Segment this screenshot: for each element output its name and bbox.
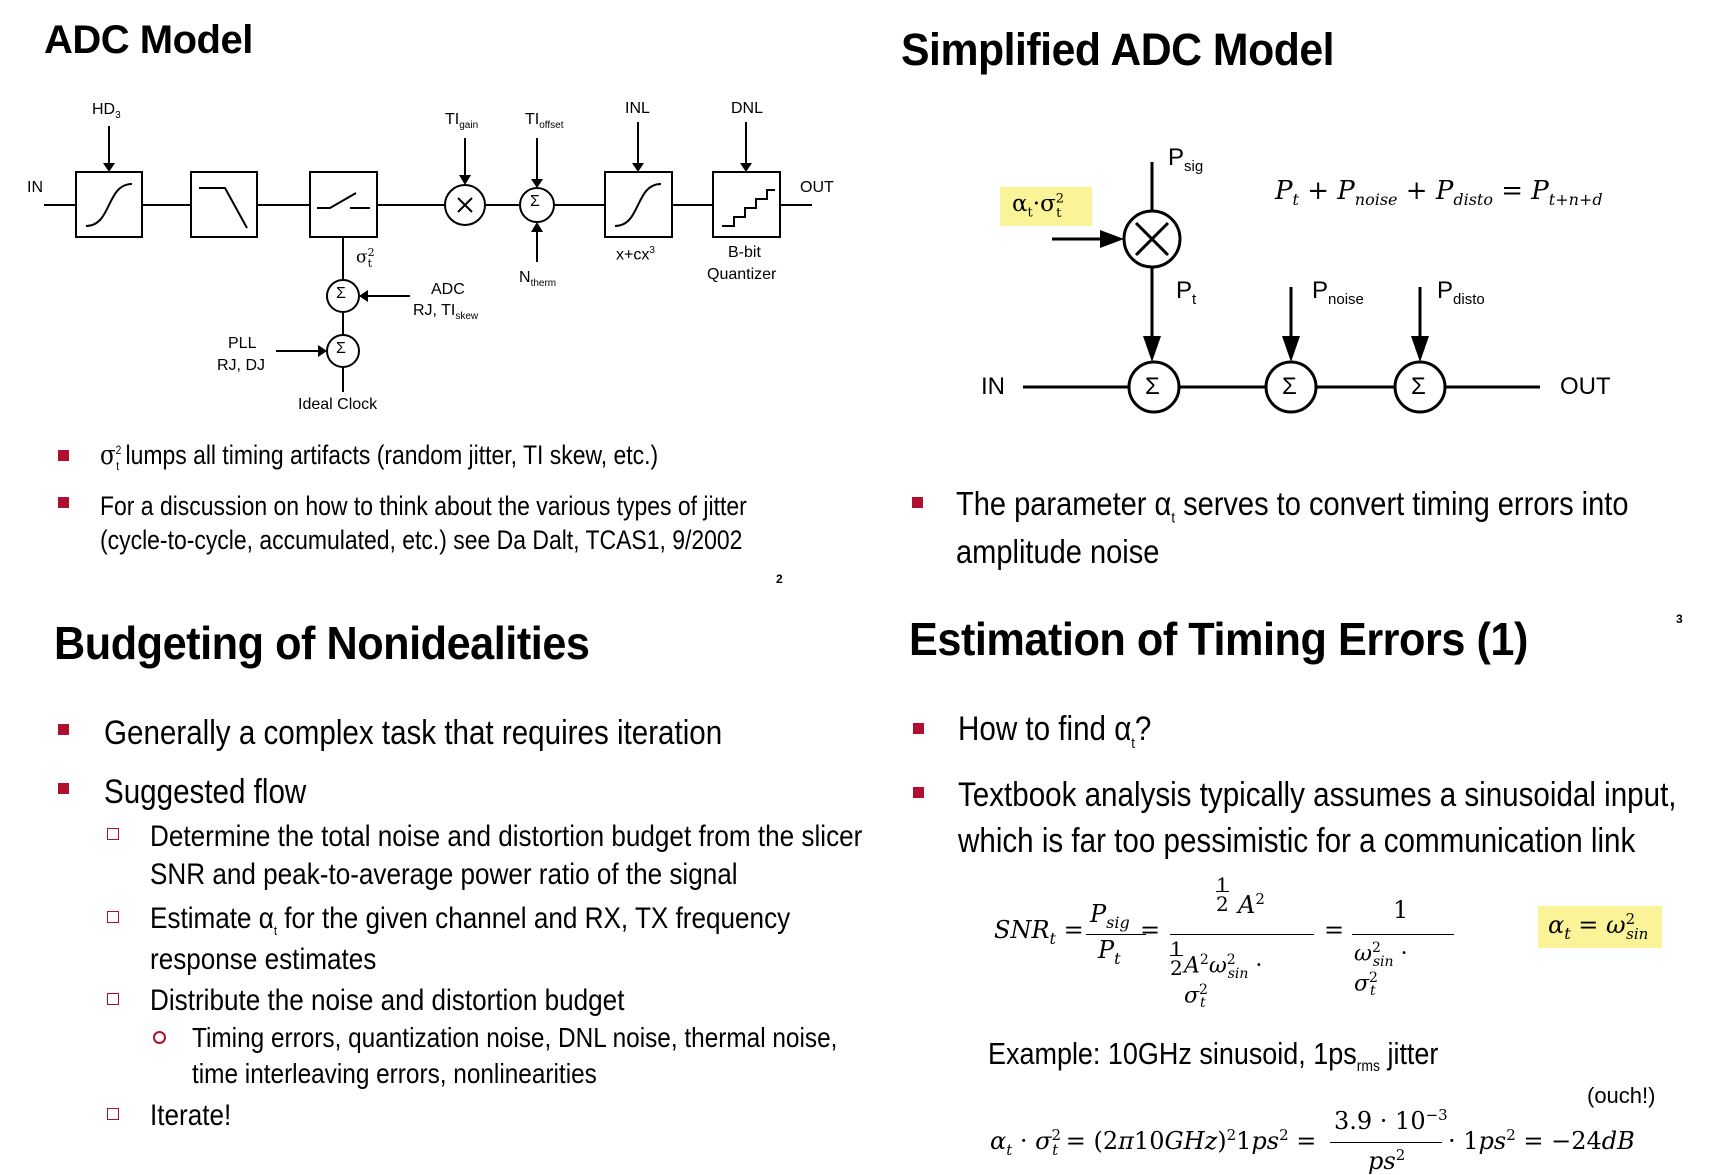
slide4-sub-marker-3 [107, 993, 119, 1005]
p-t-label: Pt [1176, 277, 1197, 308]
cubic-label: x+cx3 [616, 245, 655, 264]
adc-model-diagram [44, 122, 812, 392]
sum-symbol-pll: Σ [336, 340, 346, 357]
slide4-item-1: Generally a complex task that requires i… [104, 714, 723, 752]
adc-rj-label-2: RJ, TIskew [413, 302, 479, 323]
slide4-item-6-line2: time interleaving errors, nonlinearities [192, 1058, 597, 1089]
slide4-item-3-line1: Determine the total noise and distortion… [150, 820, 863, 853]
hd3-label: HD3 [92, 101, 121, 122]
slide4-sub-marker-2 [107, 911, 119, 923]
simplified-in-label: IN [981, 373, 1005, 400]
result-equation: αt · σ2t = (2π10GHz)21ps2 = 3.9 · 10−3 p… [990, 1106, 1635, 1175]
slide4-bullet-marker-2 [58, 783, 69, 794]
slide4-item-2: Suggested flow [104, 773, 307, 811]
alpha-equation: αt = ω2sin [1548, 910, 1649, 943]
slide2-bullet-marker-2 [58, 497, 69, 508]
slide5-bullet-1: How to find αt? [958, 710, 1152, 752]
p-disto-label: Pdisto [1437, 277, 1485, 308]
slide4-bullet-marker-1 [58, 724, 69, 735]
slide5-title: Estimation of Timing Errors (1) [909, 613, 1528, 665]
simplified-sum-3: Σ [1411, 373, 1426, 400]
ntherm-label: Ntherm [519, 269, 557, 290]
slide2-bullet-marker-1 [58, 450, 69, 461]
slide3-bullet-line2: amplitude noise [956, 533, 1160, 570]
simplified-sum-2: Σ [1282, 373, 1297, 400]
slide5-bullet-2-line1: Textbook analysis typically assumes a si… [958, 776, 1677, 814]
slide2-title: ADC Model [44, 18, 253, 62]
simplified-out-label: OUT [1560, 373, 1611, 400]
alpha-result-highlight [1538, 906, 1662, 948]
power-sum-equation: Pt + Pnoise + Pdisto = Pt+n+d [1275, 176, 1603, 210]
slide4-item-7: Iterate! [150, 1099, 232, 1132]
simplified-sum-1: Σ [1145, 373, 1160, 400]
slide3-bullet-marker [912, 497, 923, 508]
pll-label-1: PLL [228, 335, 257, 352]
slide2-bullet-2-line1: For a discussion on how to think about t… [100, 491, 747, 521]
slide2-bullet-1: σ2t lumps all timing artifacts (random j… [100, 440, 659, 474]
slide4-item-3-line2: SNR and peak-to-average power ratio of t… [150, 858, 738, 891]
p-sig-label: Psig [1168, 144, 1204, 175]
ideal-clock-label: Ideal Clock [298, 396, 378, 413]
slide4-item-5: Distribute the noise and distortion budg… [150, 984, 625, 1017]
sum-symbol-adc: Σ [336, 285, 346, 302]
slide3-title: Simplified ADC Model [901, 24, 1335, 75]
ti-offset-label: TIoffset [525, 111, 564, 132]
sigma-t-label: σ2t [356, 246, 375, 271]
slide5-bullet-marker-1 [913, 723, 924, 734]
slide4-sub-marker-1 [107, 828, 119, 840]
slide4-item-4-line2: response estimates [150, 943, 377, 976]
example-text: Example: 10GHz sinusoid, 1psrms jitter [988, 1036, 1439, 1076]
p-noise-label: Pnoise [1312, 277, 1364, 308]
adc-in-label: IN [27, 179, 43, 196]
slide3-page-number: 3 [1676, 612, 1683, 626]
slide4-subsub-marker-1 [153, 1031, 166, 1044]
slide3-bullet-line1: The parameter αt serves to convert timin… [956, 485, 1629, 527]
sum-symbol-tioffset: Σ [530, 193, 540, 210]
slide4-item-6-line1: Timing errors, quantization noise, DNL n… [192, 1022, 838, 1053]
pll-label-2: RJ, DJ [217, 357, 265, 374]
slide4-sub-marker-4 [107, 1108, 119, 1120]
adc-rj-label-1: ADC [431, 281, 465, 298]
slide5-bullet-marker-2 [913, 787, 924, 798]
dnl-label: DNL [731, 100, 764, 117]
simplified-adc-diagram [1023, 162, 1540, 414]
slide4-item-4-line1: Estimate αt for the given channel and RX… [150, 902, 791, 938]
ti-gain-label: TIgain [445, 111, 479, 132]
slide2-bullet-2-line2: (cycle-to-cycle, accumulated, etc.) see … [100, 525, 743, 555]
slide5-bullet-2-line2: which is far too pessimistic for a commu… [958, 822, 1636, 860]
slide2-page-number: 2 [776, 572, 783, 586]
adc-out-label: OUT [800, 179, 834, 196]
quantizer-label-1: B-bit [728, 244, 761, 261]
alpha-sigma-label: αt·σ2t [1012, 191, 1065, 221]
slide4-title: Budgeting of Nonidealities [54, 617, 590, 669]
inl-label: INL [625, 100, 650, 117]
quantizer-label-2: Quantizer [707, 266, 777, 283]
ouch-note: (ouch!) [1587, 1083, 1656, 1108]
alpha-sigma-highlight [1000, 187, 1092, 226]
